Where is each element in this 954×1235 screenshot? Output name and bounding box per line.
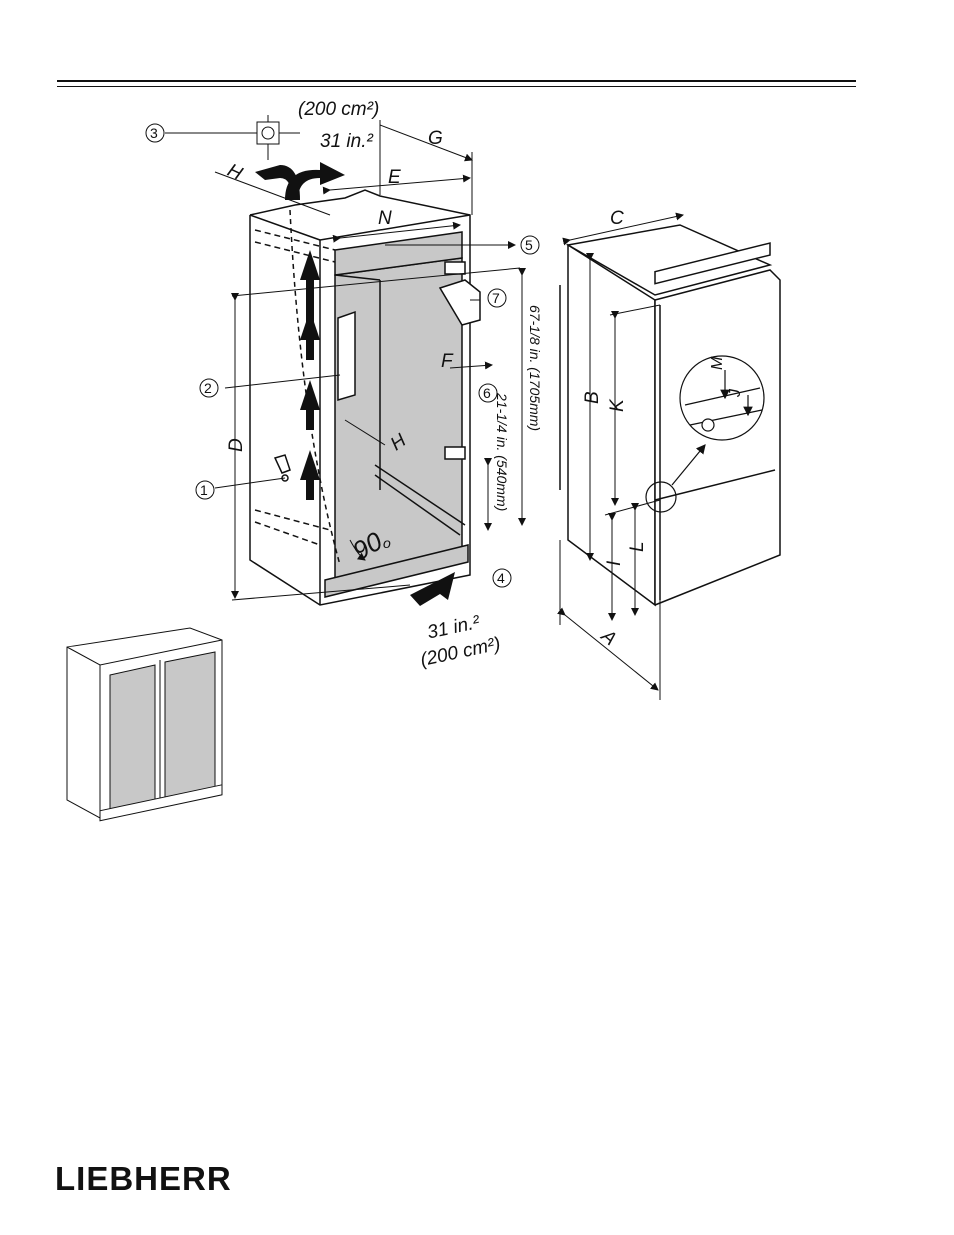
dim-D: D — [226, 438, 247, 452]
callout-6: 6 — [483, 385, 491, 401]
dim-K: K — [607, 398, 628, 412]
height-total: 67-1/8 in. (1705mm) — [527, 305, 543, 431]
callout-2: 2 — [204, 380, 212, 396]
dim-B: B — [582, 391, 603, 404]
dim-L: L — [627, 541, 648, 552]
dim-A: A — [596, 625, 620, 650]
drain-target-icon — [257, 122, 279, 144]
callout-5: 5 — [525, 237, 533, 253]
double-niche-inset — [67, 628, 222, 821]
dim-H-top: H — [224, 160, 246, 185]
dim-G: G — [428, 128, 443, 149]
dim-F: F — [441, 351, 454, 372]
dim-M: M — [709, 356, 726, 370]
dim-J: J — [727, 388, 744, 398]
vent-top-cm: (200 cm²) — [298, 99, 379, 120]
callout-3: 3 — [150, 125, 158, 141]
brand-logo: LIEBHERR — [55, 1160, 232, 1198]
dim-E: E — [388, 167, 401, 188]
dim-N: N — [378, 208, 392, 229]
dim-I: I — [604, 560, 625, 566]
callout-4: 4 — [497, 570, 505, 586]
callout-7: 7 — [492, 290, 500, 306]
callout-1: 1 — [200, 482, 208, 498]
angle-degree: o — [383, 535, 391, 551]
height-lower: 21-1/4 in. (540mm) — [494, 392, 510, 511]
dim-C: C — [610, 208, 624, 229]
vent-top-in: 31 in.² — [320, 131, 373, 152]
